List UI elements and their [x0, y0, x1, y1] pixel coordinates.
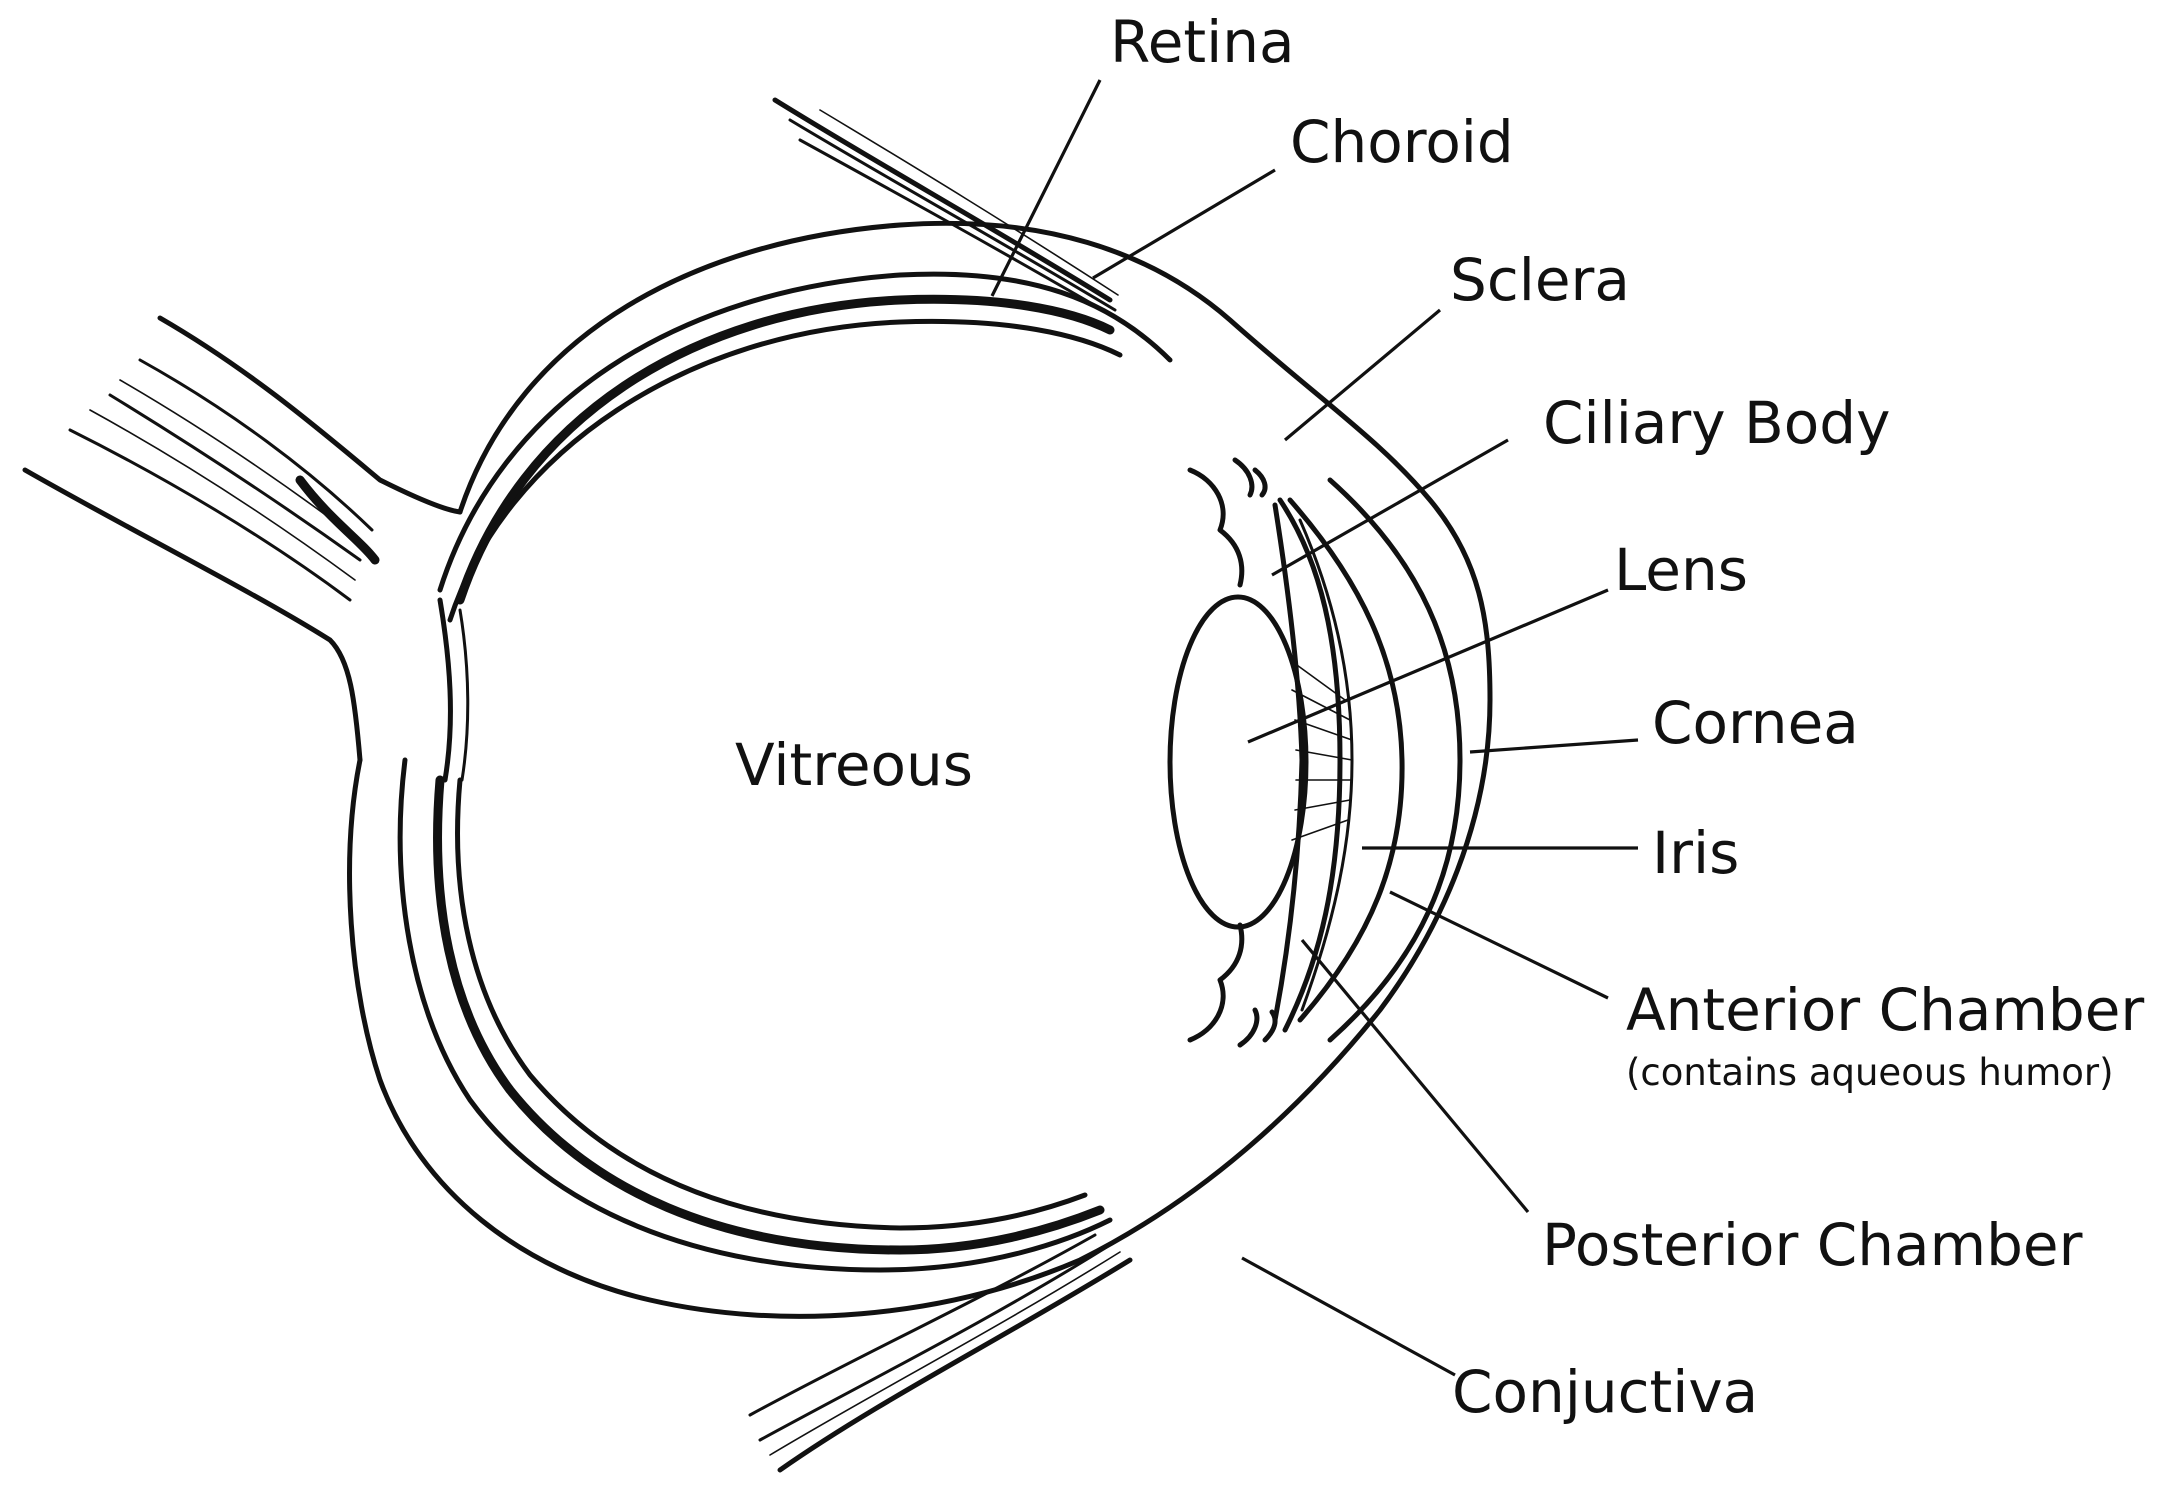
- label-sclera: Sclera: [1450, 246, 1630, 314]
- lens-shape: [1167, 594, 1309, 930]
- leader-conjuctiva: [1241, 1256, 1456, 1377]
- ciliary-body: [1187, 457, 1278, 1048]
- label-iris: Iris: [1652, 819, 1739, 887]
- label-anterior-chamber: Anterior Chamber: [1626, 976, 2144, 1044]
- leader-ciliary-body: [1271, 438, 1509, 577]
- leader-sclera: [1283, 308, 1442, 442]
- leader-anterior-chamber: [1389, 890, 1609, 1000]
- sclera-wall: [347, 220, 1493, 1319]
- leader-cornea: [1469, 738, 1639, 754]
- leader-lines: [990, 79, 1639, 1377]
- label-vitreous: Vitreous: [735, 731, 973, 799]
- label-ciliary-body: Ciliary Body: [1543, 389, 1890, 457]
- optic-nerve: [22, 315, 463, 763]
- label-conjuctiva: Conjuctiva: [1452, 1358, 1758, 1426]
- label-cornea: Cornea: [1652, 689, 1859, 757]
- leader-lens: [1247, 588, 1609, 744]
- label-choroid: Choroid: [1290, 108, 1514, 176]
- label-anterior-chamber-note: (contains aqueous humor): [1626, 1051, 2114, 1094]
- cornea: [1287, 477, 1463, 1043]
- label-retina: Retina: [1110, 8, 1295, 76]
- leader-retina: [990, 79, 1102, 297]
- leader-choroid: [1092, 168, 1276, 280]
- label-posterior-chamber: Posterior Chamber: [1542, 1211, 2083, 1279]
- eye-muscles: [748, 97, 1133, 1473]
- labels: Retina Choroid Sclera Ciliary Body Lens …: [735, 8, 2144, 1426]
- iris: [1272, 497, 1354, 1033]
- label-lens: Lens: [1614, 536, 1748, 604]
- leader-posterior-chamber: [1300, 938, 1530, 1214]
